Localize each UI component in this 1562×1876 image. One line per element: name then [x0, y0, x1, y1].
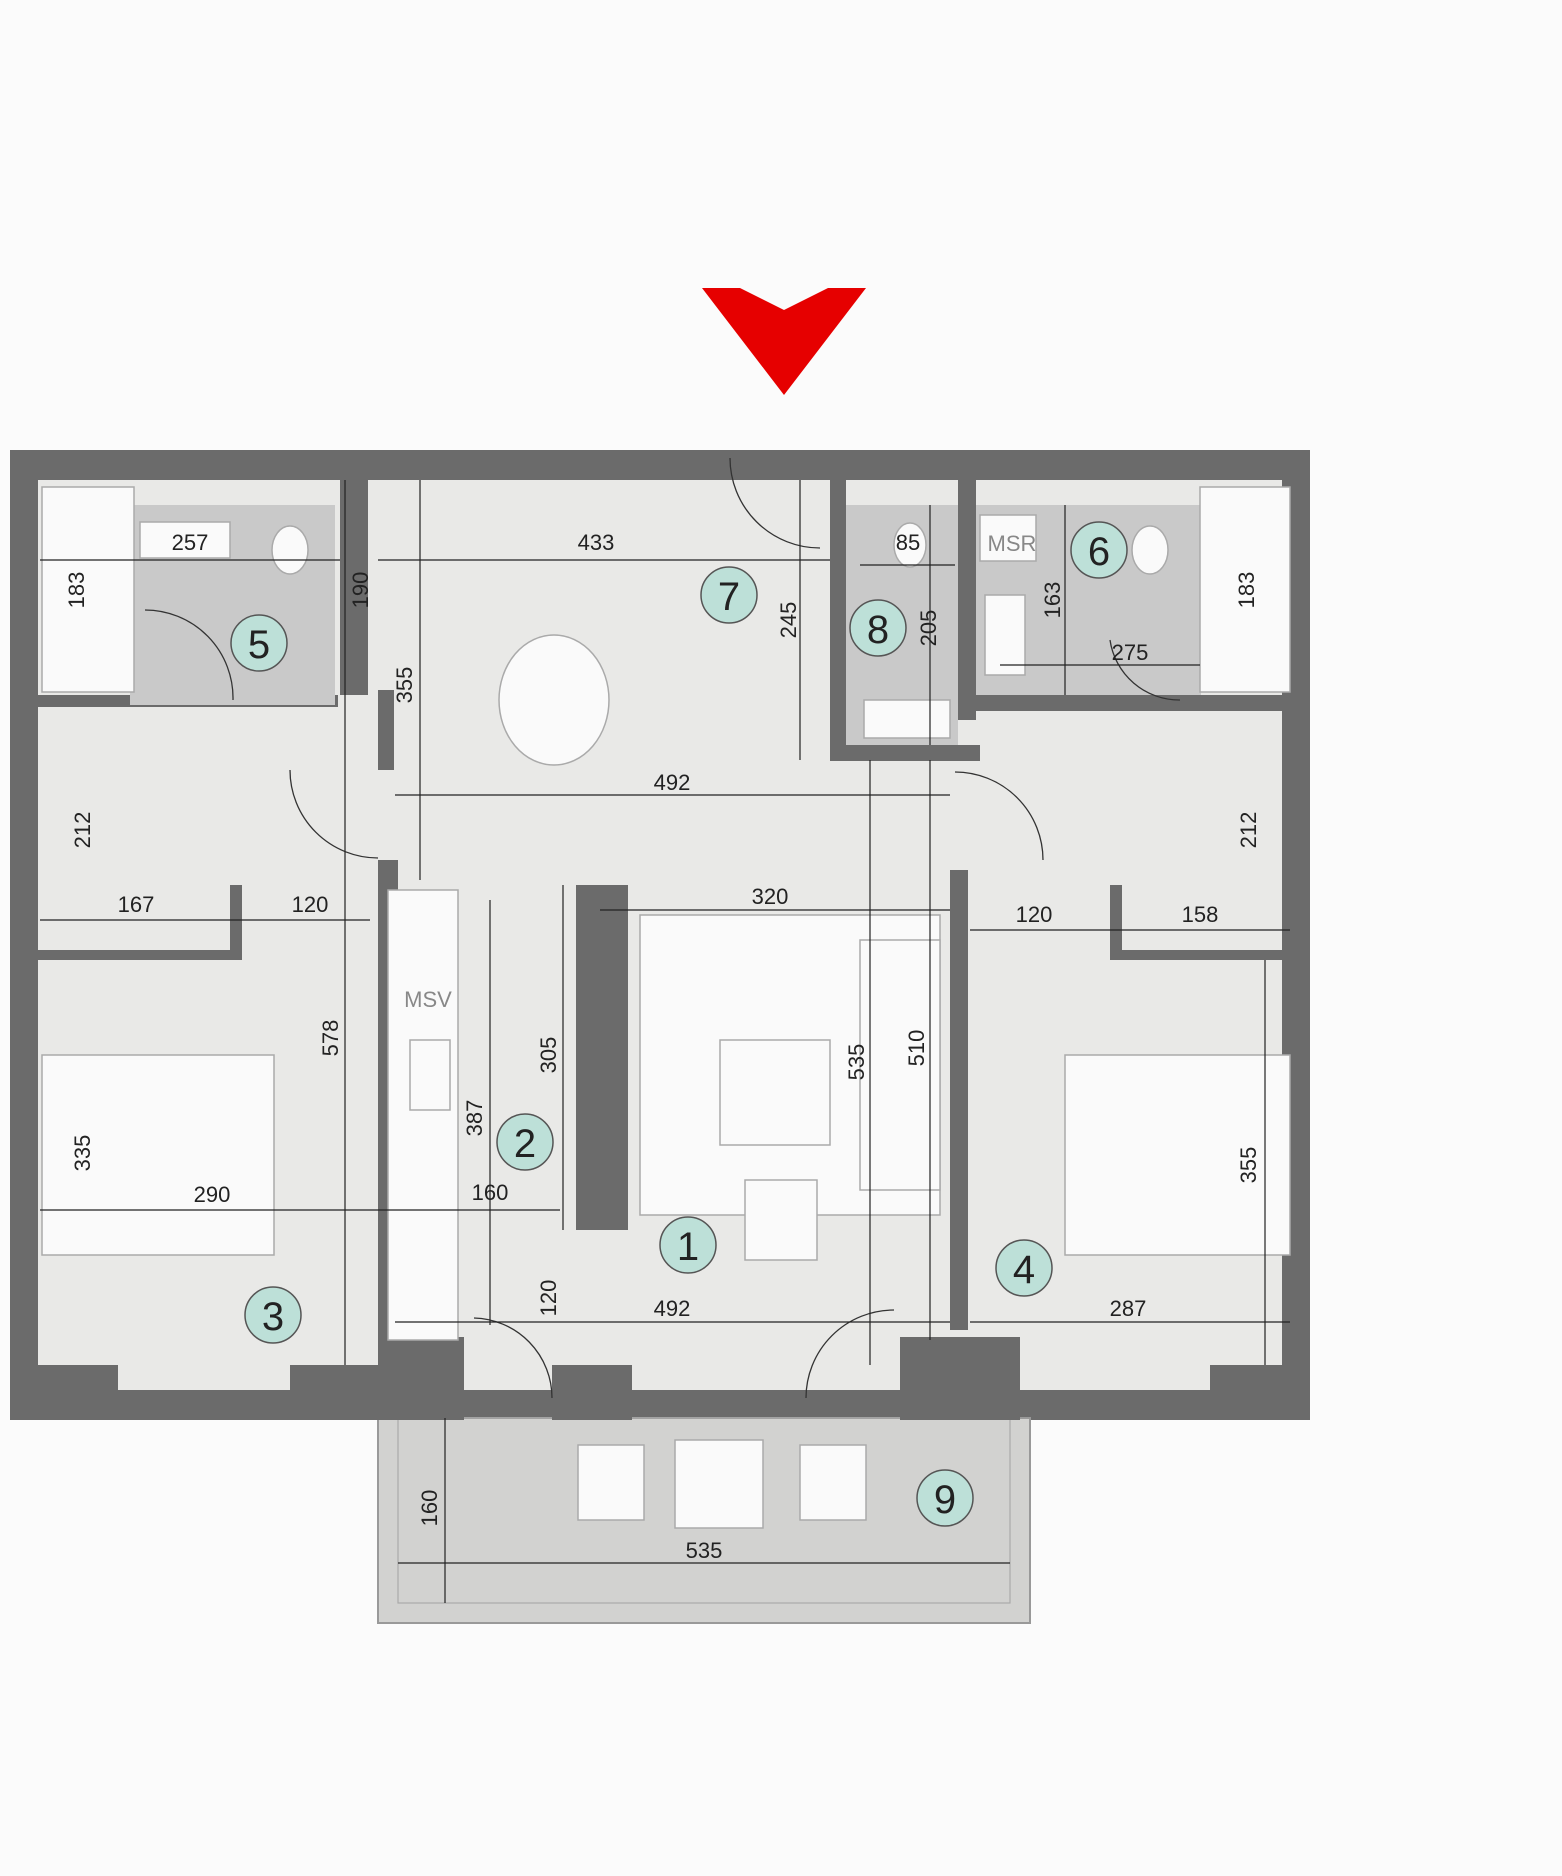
- dim-balcony-depth: 160: [417, 1490, 442, 1527]
- dim-living-535: 535: [844, 1044, 869, 1081]
- room-marker-5: 5: [230, 614, 288, 672]
- dim-bath6-width: 275: [1112, 640, 1149, 665]
- room-marker-1: 1: [659, 1216, 717, 1274]
- dim-bath5-width: 257: [172, 530, 209, 555]
- dim-msr-163: 163: [1040, 582, 1065, 619]
- dim-kitchen-305: 305: [536, 1037, 561, 1074]
- msv-label: MSV: [404, 987, 452, 1012]
- dim-room4-355: 355: [1236, 1147, 1261, 1184]
- dim-ward3-depth: 212: [70, 812, 95, 849]
- dim-room3-120: 120: [292, 892, 329, 917]
- dim-room3-width: 290: [194, 1182, 231, 1207]
- dim-ward4-width: 158: [1182, 902, 1219, 927]
- dim-hall-245: 245: [776, 602, 801, 639]
- fixtures: [41, 486, 1291, 1529]
- dim-dining-355: 355: [392, 667, 417, 704]
- dim-wc-width: 85: [896, 530, 920, 555]
- msr-label: MSR: [988, 531, 1037, 556]
- dim-corridor-width: 492: [654, 770, 691, 795]
- svg-text:3: 3: [262, 1295, 284, 1339]
- dim-bath6-tub: 183: [1234, 572, 1259, 609]
- svg-text:7: 7: [718, 575, 740, 619]
- svg-text:2: 2: [514, 1122, 536, 1166]
- room-marker-6: 6: [1070, 521, 1128, 579]
- dim-ward3-width: 167: [118, 892, 155, 917]
- dim-kitchen-160: 160: [472, 1180, 509, 1205]
- dim-kitchen-387: 387: [462, 1100, 487, 1137]
- entrance-arrow-icon: [702, 288, 866, 395]
- dim-room3-335: 335: [70, 1135, 95, 1172]
- svg-text:4: 4: [1013, 1248, 1035, 1292]
- dim-ward4-depth: 212: [1236, 812, 1261, 849]
- svg-text:6: 6: [1088, 530, 1110, 574]
- room-marker-8: 8: [849, 599, 907, 657]
- dim-corr-190: 190: [348, 572, 373, 609]
- dim-bottom-width: 492: [654, 1296, 691, 1321]
- dim-room3-height: 578: [318, 1020, 343, 1057]
- dim-living-width: 320: [752, 884, 789, 909]
- svg-text:1: 1: [677, 1225, 699, 1269]
- dimension-labels: 257 183 190 433 245 85 205 163 275 183 3…: [64, 530, 1261, 1563]
- room-marker-3: 3: [244, 1286, 302, 1344]
- svg-text:8: 8: [867, 608, 889, 652]
- room-marker-9: 9: [916, 1469, 974, 1527]
- dim-balcony-width: 535: [686, 1538, 723, 1563]
- dim-room4-120: 120: [1016, 902, 1053, 927]
- dim-bath5-tub: 183: [64, 572, 89, 609]
- dim-hall-width: 433: [578, 530, 615, 555]
- svg-text:5: 5: [248, 623, 270, 667]
- room-markers: 5 7 8 6 2 1 4 3 9: [230, 521, 1128, 1527]
- svg-text:9: 9: [934, 1478, 956, 1522]
- dim-wc-height: 205: [916, 610, 941, 647]
- dimension-lines: [40, 480, 1290, 1603]
- dim-room4-width: 287: [1110, 1296, 1147, 1321]
- room-marker-7: 7: [700, 566, 758, 624]
- entrance-arrow-notch: [740, 288, 828, 310]
- room-marker-4: 4: [995, 1239, 1053, 1297]
- dim-living-510: 510: [904, 1030, 929, 1067]
- room-marker-2: 2: [496, 1113, 554, 1171]
- dim-living-120: 120: [536, 1280, 561, 1317]
